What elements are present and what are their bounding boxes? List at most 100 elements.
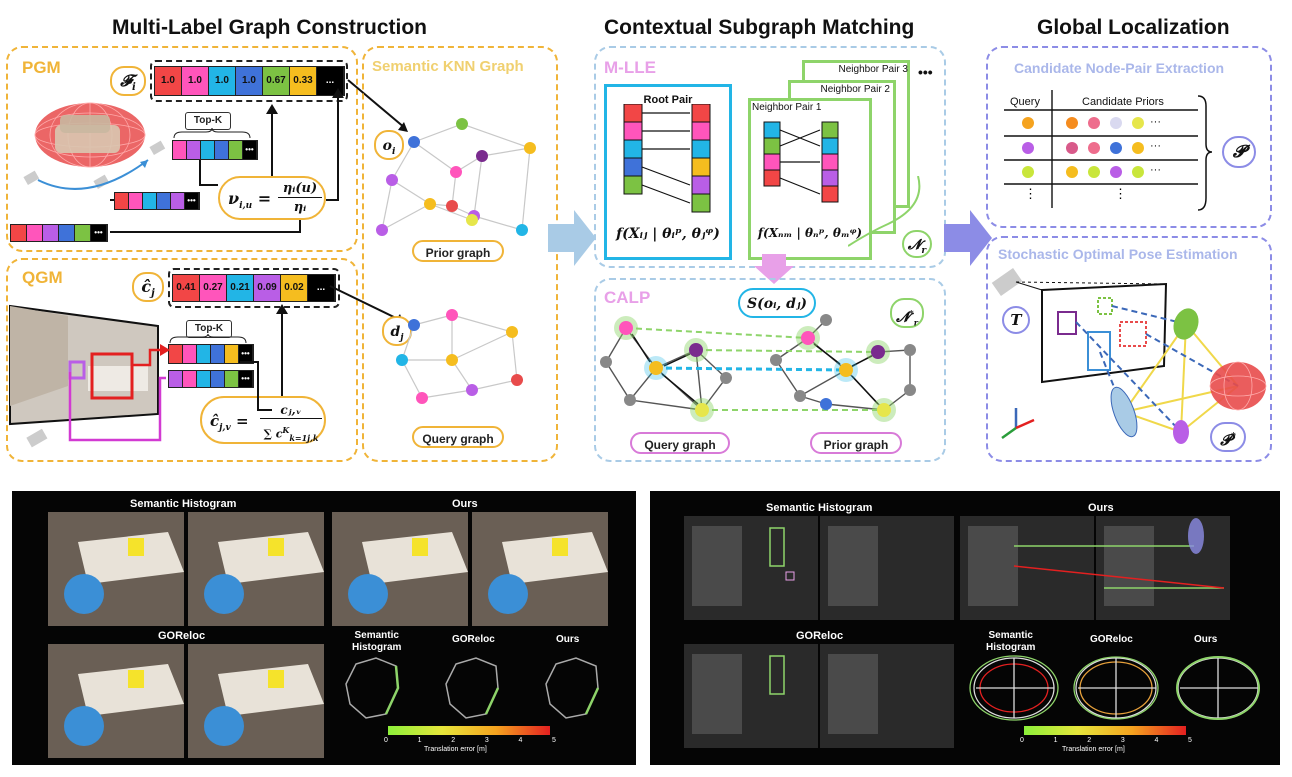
qgm-topk-vector: ••• — [168, 344, 254, 364]
vector-cell: 0.67 — [263, 67, 290, 95]
vector-cell: ••• — [185, 193, 199, 209]
left-colorbar — [388, 726, 550, 735]
neighbor-pair-formula: f(Xₙₘ | θₙᵖ, θₘᵠ) — [757, 226, 863, 240]
calp-panel — [594, 278, 946, 462]
vector-cell: ••• — [91, 225, 107, 241]
vector-cell — [11, 225, 27, 241]
vector-cell: ... — [308, 275, 335, 301]
right-semantic-histogram-title: Semantic Histogram — [766, 502, 873, 514]
qgm-panel — [6, 258, 358, 462]
neighbor-pair-matching — [763, 121, 839, 203]
query-graph-label: Query graph — [412, 426, 504, 448]
pose-label: Stochastic Optimal Pose Estimation — [998, 246, 1238, 262]
calp-label: CALP — [604, 288, 651, 307]
pgm-mid-vector: ••• — [114, 192, 200, 210]
left-trajectories — [345, 657, 600, 719]
left-traj-semantic-title: Semantic Histogram — [352, 630, 402, 653]
pgm-formula: νi,u = ηᵢ(u) ηᵢ — [218, 176, 326, 220]
right-colorbar-label: Translation error [m] — [1062, 746, 1125, 753]
neighbors-symbol: 𝓝r — [902, 230, 932, 258]
pgm-topk-brace — [173, 128, 251, 139]
flow-arrow-right-2 — [944, 210, 992, 266]
candidate-vdots: ⋮ — [1114, 186, 1127, 201]
vector-cell — [169, 345, 183, 363]
camera-icon — [26, 428, 48, 448]
semantic-knn-label: Semantic KNN Graph — [372, 58, 524, 75]
left-ours-title: Ours — [452, 498, 478, 510]
neighbors-brace — [848, 176, 921, 247]
vector-cell: ••• — [243, 141, 257, 159]
vector-cell: ••• — [239, 345, 253, 363]
neighbor-pair-2-label: Neighbor Pair 2 — [820, 84, 890, 95]
pgm-panel — [6, 46, 358, 252]
vector-cell — [211, 345, 225, 363]
left-scene-images-bottom — [48, 644, 324, 758]
qgm-label: QGM — [22, 268, 63, 287]
right-traj-goreloc-title: GOReloc — [1090, 634, 1133, 645]
right-colorbar-ticks: 0 1 2 3 4 5 — [1020, 737, 1192, 744]
vector-cell — [129, 193, 143, 209]
right-trajectories — [969, 655, 1260, 721]
neighbor-pair-1-label: Neighbor Pair 1 — [752, 102, 822, 113]
vector-cell — [157, 193, 171, 209]
candidate-col-priors: Candidate Priors — [1082, 96, 1164, 108]
vector-cell: 0.33 — [290, 67, 317, 95]
vector-cell: 0.41 — [173, 275, 200, 301]
pgm-object-ellipsoid — [34, 102, 146, 168]
calp-graphs — [600, 314, 916, 422]
vector-cell: 1.0 — [182, 67, 209, 95]
camera-icon — [23, 170, 40, 185]
more-pairs-ellipsis: ••• — [918, 64, 933, 80]
semantic-knn-panel — [362, 46, 558, 462]
pgm-vector-frame — [150, 60, 348, 102]
vector-cell — [115, 193, 129, 209]
candidate-label: Candidate Node-Pair Extraction — [1014, 60, 1225, 76]
right-traj-ours-title: Ours — [1194, 634, 1218, 645]
left-semantic-histogram-title: Semantic Histogram — [130, 498, 237, 510]
candidate-row-ellipsis: ··· — [1150, 116, 1161, 128]
candidate-row-ellipsis: ··· — [1150, 164, 1161, 176]
vector-cell — [215, 141, 229, 159]
candidate-row-ellipsis: ··· — [1150, 140, 1161, 152]
left-traj-goreloc-title: GOReloc — [452, 634, 495, 645]
vector-cell — [187, 141, 201, 159]
vector-cell — [183, 345, 197, 363]
vector-cell — [27, 225, 43, 241]
vector-cell: 0.21 — [227, 275, 254, 301]
node-d-label: dj — [382, 316, 412, 346]
left-goreloc-title: GOReloc — [158, 630, 206, 642]
pose-panel — [986, 236, 1272, 462]
qgm-feature-symbol: ĉj — [132, 272, 164, 302]
candidate-panel — [986, 46, 1272, 228]
candidate-table — [1004, 90, 1198, 208]
calp-neighbors-symbol: 𝓝*r — [890, 298, 924, 328]
vector-cell — [211, 371, 225, 387]
vector-cell — [225, 345, 239, 363]
qgm-arrows — [68, 285, 404, 442]
camera-path-arrow — [37, 159, 149, 190]
candidate-vdots: ⋮ — [1024, 186, 1037, 201]
vector-cell — [225, 371, 239, 387]
vector-cell — [169, 371, 183, 387]
camera-icon — [149, 140, 166, 155]
vector-cell — [43, 225, 59, 241]
right-traj-semantic-title: Semantic Histogram — [986, 630, 1036, 653]
mlle-label: M-LLE — [604, 58, 656, 77]
right-goreloc-title: GOReloc — [796, 630, 844, 642]
title-subgraph-matching: Contextual Subgraph Matching — [604, 16, 915, 39]
vector-cell: 1.0 — [236, 67, 263, 95]
neighbor-pair-3-label: Neighbor Pair 3 — [838, 64, 908, 75]
right-ours-title: Ours — [1088, 502, 1114, 514]
flow-arrow-right — [548, 210, 596, 266]
qgm-topk-brace — [169, 334, 247, 344]
root-pair-formula: f(Xᵢⱼ | θᵢᵖ, θⱼᵠ) — [616, 226, 720, 242]
right-colorbar — [1024, 726, 1186, 735]
query-room-image — [9, 304, 159, 426]
right-scene-images-top — [684, 516, 1230, 620]
vector-cell: 1.0 — [155, 67, 182, 95]
prior-graph-label: Prior graph — [412, 240, 504, 262]
vector-cell: ••• — [239, 371, 253, 387]
vector-cell: 0.02 — [281, 275, 308, 301]
